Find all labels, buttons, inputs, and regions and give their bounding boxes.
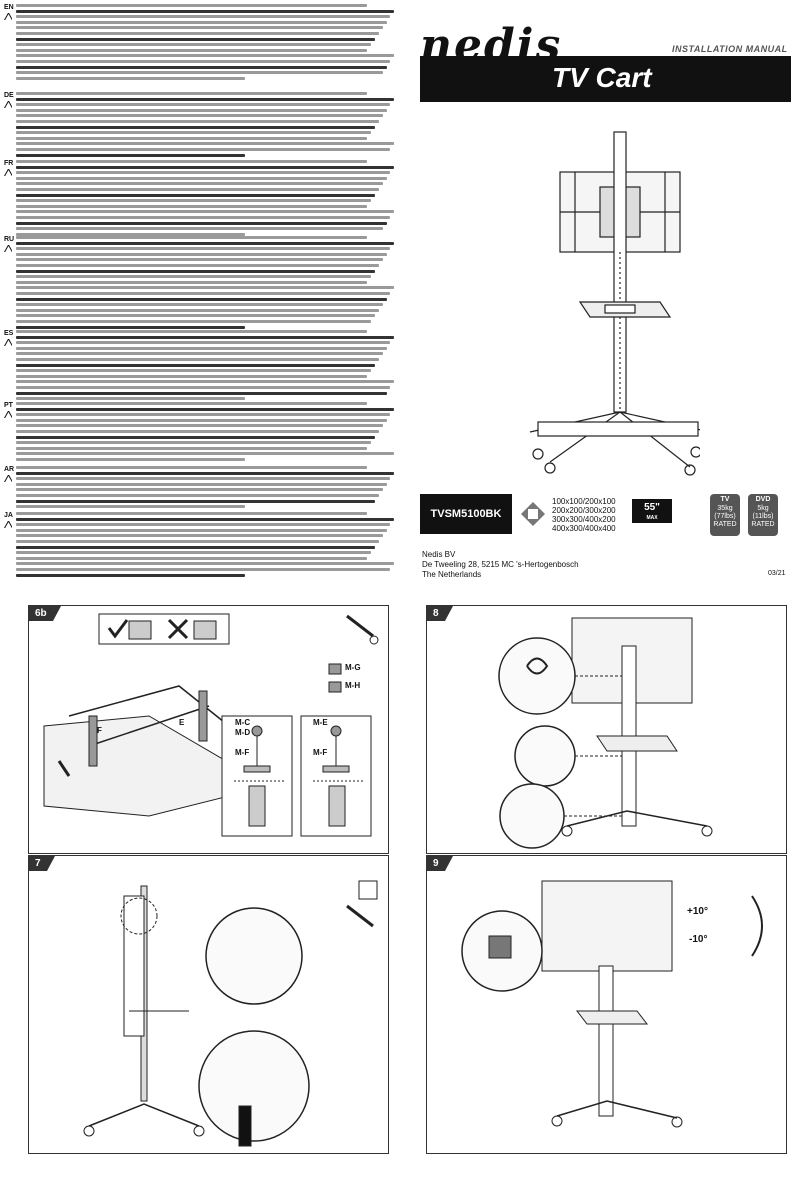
step-9-panel: 9 +10° -10°: [426, 855, 787, 1154]
language-code: DE: [4, 92, 14, 99]
screen-size-badge: 55"MAX: [632, 499, 672, 523]
date-code: 03/21: [768, 570, 786, 577]
language-code: EN: [4, 4, 14, 11]
step-label: 7: [29, 856, 54, 871]
warning-icon: [4, 169, 12, 176]
tilt-up-label: +10°: [687, 906, 708, 917]
part-mf-label: M-F: [235, 748, 250, 757]
part-mh-label: M-H: [345, 681, 361, 690]
warning-icon: [4, 475, 12, 482]
installation-manual-label: INSTALLATION MANUAL: [672, 44, 788, 54]
step-7-panel: 7: [28, 855, 389, 1154]
product-title: TV Cart: [552, 62, 652, 93]
warning-icon: [4, 521, 12, 528]
vesa-icon: [521, 502, 545, 526]
dvd-weight-rating: DVD 5kg (11lbs) RATED: [748, 494, 778, 536]
warning-icon: [4, 101, 12, 108]
language-code: RU: [4, 236, 15, 243]
step-6b-illustration: [43, 613, 379, 837]
language-code: ES: [4, 330, 14, 337]
tv-cart-illustration: [529, 131, 700, 476]
language-code: PT: [4, 402, 13, 409]
part-f-label: F: [97, 726, 102, 735]
part-mf2-label: M-F: [313, 748, 328, 757]
language-code: JA: [4, 512, 13, 519]
step-label: 9: [427, 856, 452, 871]
part-mg-label: M-G: [345, 663, 361, 672]
step-8-panel: 8: [426, 605, 787, 854]
tv-weight-rating: TV 35kg (77lbs) RATED: [710, 494, 740, 536]
title-bar: [420, 56, 791, 102]
part-md-label: M-D: [235, 728, 251, 737]
part-e-label: E: [179, 718, 185, 727]
step-7-illustration: [83, 880, 378, 1147]
warning-icon: [4, 245, 12, 252]
warning-icon: [4, 13, 12, 20]
language-code: AR: [4, 466, 15, 473]
part-mc-label: M-C: [235, 718, 251, 727]
step-label: 8: [427, 606, 452, 621]
warning-icon: [4, 339, 12, 346]
step-9-illustration: [461, 880, 763, 1128]
company-address: Nedis BV De Tweeling 28, 5215 MC 's-Hert…: [422, 550, 579, 579]
step-8-illustration: [498, 617, 713, 849]
model-number: TVSM5100BK: [420, 494, 512, 534]
part-me-label: M-E: [313, 718, 328, 727]
tilt-down-label: -10°: [689, 934, 708, 945]
step-label: 6b: [29, 606, 61, 621]
step-6b-panel: 6b M-G M-H M-C M-D M-F M-E M-F E F: [28, 605, 389, 854]
language-code: FR: [4, 160, 14, 167]
warning-icon: [4, 411, 12, 418]
